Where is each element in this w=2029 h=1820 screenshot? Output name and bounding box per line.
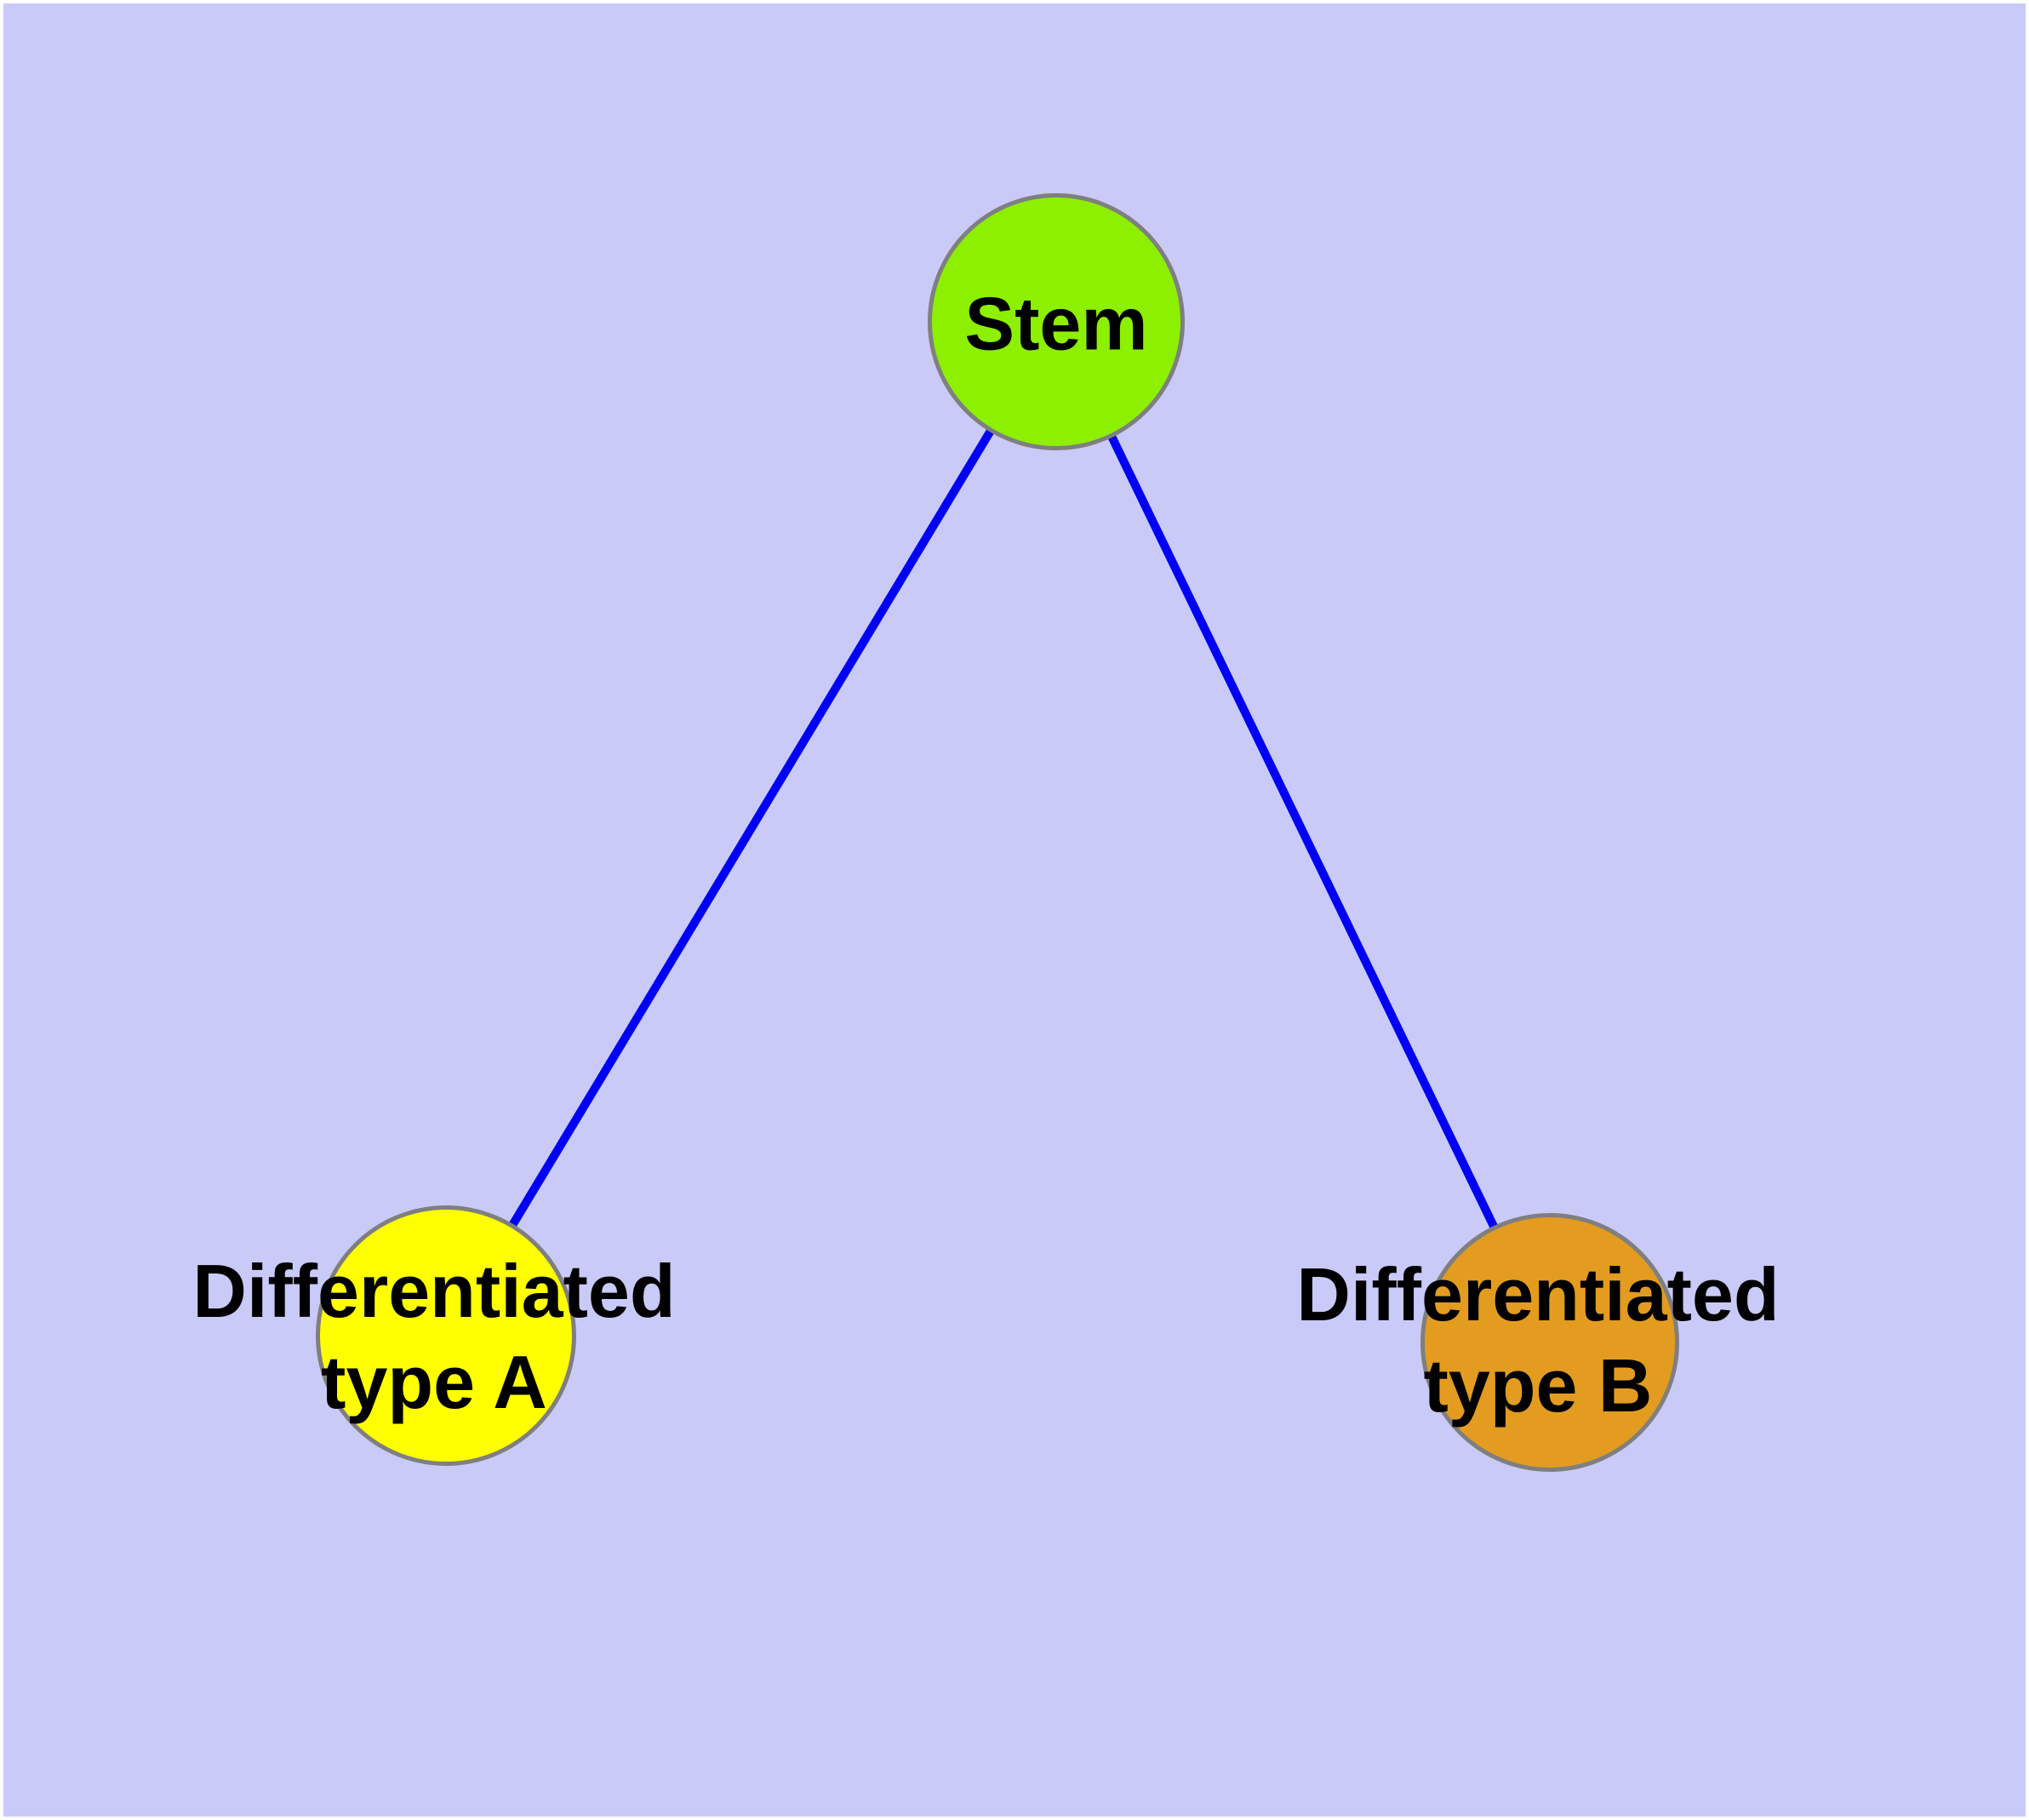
node-label-stem: Stem xyxy=(964,278,1147,369)
edges-layer xyxy=(442,319,1554,1345)
node-stem xyxy=(928,193,1185,450)
node-differentiated-type-a xyxy=(316,1205,576,1466)
edge-stem-to-type-b xyxy=(1052,319,1554,1345)
node-label-differentiated-type-a: Differentiated type A xyxy=(192,1245,675,1428)
node-label-type-a-line-1: Differentiated xyxy=(192,1249,676,1333)
node-differentiated-type-b xyxy=(1420,1213,1679,1472)
node-label-type-a-line-2: type A xyxy=(321,1340,547,1424)
node-label-differentiated-type-b: Differentiated type B xyxy=(1296,1249,1779,1431)
node-label-type-b-line-1: Differentiated xyxy=(1296,1252,1780,1336)
edge-stem-to-type-a xyxy=(442,319,1060,1338)
node-label-stem-text: Stem xyxy=(964,281,1148,366)
node-label-type-b-line-2: type B xyxy=(1423,1343,1653,1428)
